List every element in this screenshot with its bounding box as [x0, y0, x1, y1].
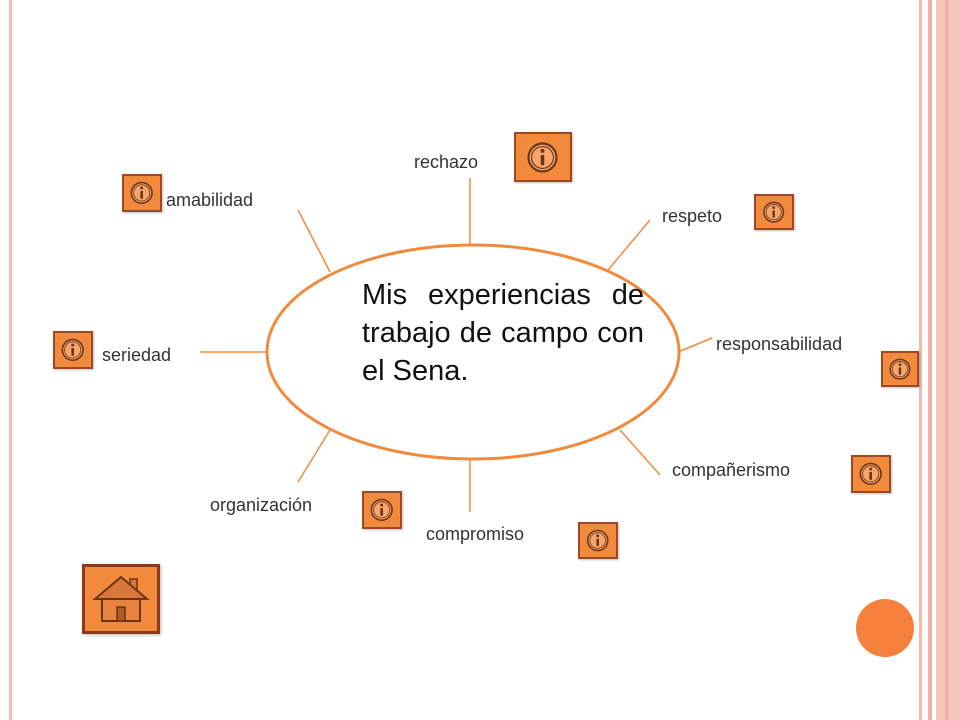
connector-companerismo — [619, 429, 661, 476]
info-button-respeto[interactable] — [754, 194, 794, 230]
info-icon — [763, 201, 785, 223]
connector-respeto — [607, 219, 651, 271]
info-icon — [370, 498, 394, 522]
central-topic-text: Mis experiencias de trabajo de campo con… — [362, 279, 644, 387]
info-button-amabilidad[interactable] — [122, 174, 162, 212]
left-border-stripe — [9, 0, 12, 720]
node-label-organizacion: organización — [210, 495, 313, 515]
decorative-orange-circle — [856, 599, 914, 657]
info-icon — [61, 338, 85, 362]
info-icon — [130, 181, 154, 205]
info-button-rechazo[interactable] — [514, 132, 572, 182]
connector-responsabilidad — [677, 337, 713, 353]
right-border-stripe — [945, 0, 948, 720]
info-button-seriedad[interactable] — [53, 331, 93, 369]
right-border-stripe — [919, 0, 922, 720]
info-button-companerismo[interactable] — [851, 455, 891, 493]
info-button-responsabilidad[interactable] — [881, 351, 919, 387]
info-icon — [527, 141, 559, 173]
right-border-stripe — [928, 0, 932, 720]
node-label-responsabilidad: responsabilidad — [716, 334, 843, 354]
connector-organizacion — [297, 429, 331, 483]
node-label-compromiso: compromiso — [426, 524, 525, 544]
node-label-rechazo: rechazo — [414, 152, 479, 172]
info-icon — [859, 462, 883, 486]
info-button-organizacion[interactable] — [362, 491, 402, 529]
home-button[interactable] — [82, 564, 160, 634]
info-button-compromiso[interactable] — [578, 522, 618, 559]
node-label-companerismo: compañerismo — [672, 460, 791, 480]
node-label-seriedad: seriedad — [102, 345, 172, 365]
node-label-amabilidad: amabilidad — [166, 190, 254, 210]
central-ellipse — [265, 243, 681, 461]
info-icon — [889, 358, 911, 380]
connector-amabilidad — [297, 209, 331, 273]
right-border-band — [936, 0, 960, 720]
home-icon — [92, 575, 150, 622]
node-label-respeto: respeto — [662, 206, 723, 226]
info-icon — [587, 529, 609, 552]
